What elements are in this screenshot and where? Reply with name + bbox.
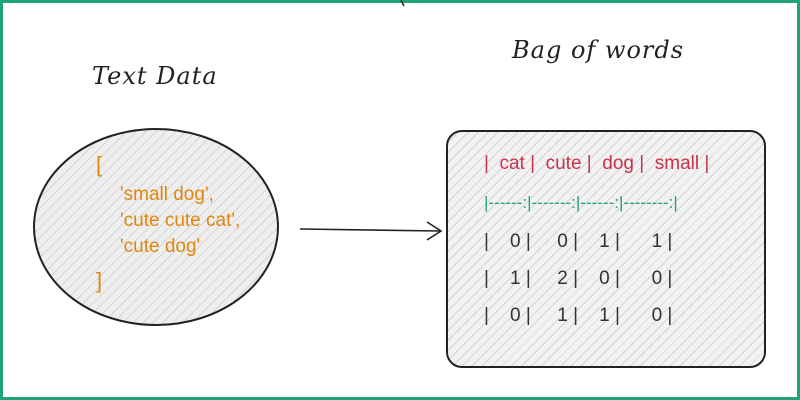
- text-data-ellipse: [33, 128, 279, 326]
- bag-of-words-table-box: [446, 130, 766, 368]
- table-row: | 0 | 1 | 1 | 0 |: [484, 305, 673, 326]
- text-data-title: Text Data: [92, 62, 218, 90]
- list-close-bracket: ]: [96, 268, 103, 293]
- arrow-icon: [299, 221, 443, 241]
- list-open-bracket: [: [96, 152, 103, 177]
- list-item: 'cute cute cat',: [120, 210, 241, 231]
- table-row: | 1 | 2 | 0 | 0 |: [484, 268, 673, 289]
- list-item: 'small dog',: [120, 184, 214, 205]
- top-tick-mark: [400, 0, 405, 7]
- table-separator-row: |------:|-------:|------:|--------:|: [484, 193, 678, 212]
- table-row: | 0 | 0 | 1 | 1 |: [484, 231, 673, 252]
- bag-of-words-title: Bag of words: [512, 36, 685, 64]
- list-item: 'cute dog': [120, 236, 201, 257]
- table-header-row: | cat | cute | dog | small |: [484, 153, 710, 174]
